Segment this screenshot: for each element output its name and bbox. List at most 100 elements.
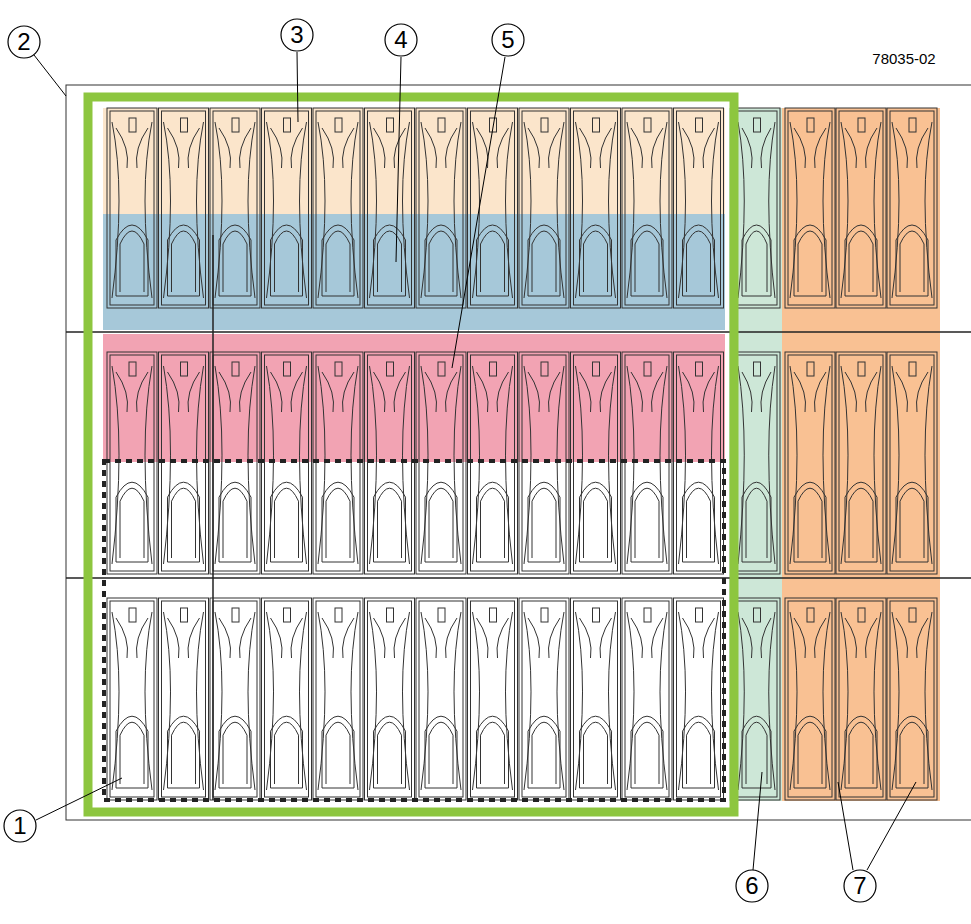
- drive-stroke: [387, 608, 394, 622]
- drive-stroke: [548, 618, 560, 658]
- drive-stroke: [481, 231, 505, 292]
- callout-number: 6: [745, 874, 758, 898]
- drive-stroke: [754, 608, 761, 622]
- drive-stroke: [168, 372, 180, 412]
- drive-stroke: [394, 618, 406, 658]
- drive-stroke: [116, 482, 148, 562]
- drive-stroke: [532, 231, 556, 292]
- drive-stroke: [284, 608, 291, 622]
- drive-stroke: [896, 482, 928, 562]
- drive-stroke: [703, 372, 715, 412]
- figure-code: 78035-02: [872, 51, 935, 66]
- drive-stroke: [593, 608, 600, 622]
- drive-stroke: [387, 362, 394, 376]
- drive-stroke: [742, 372, 752, 412]
- drive-stroke: [172, 722, 196, 784]
- drive-stroke: [326, 722, 350, 784]
- drive-stroke: [471, 111, 515, 305]
- drive-stroke: [425, 482, 457, 562]
- drive-stroke: [788, 601, 832, 797]
- drive-stroke: [528, 618, 540, 658]
- drive-stroke: [322, 618, 334, 658]
- drive-stroke: [365, 108, 415, 308]
- drive-stroke: [746, 722, 767, 784]
- drive-stroke: [374, 716, 406, 788]
- drive-stroke: [210, 598, 260, 800]
- drive-stroke: [322, 716, 354, 788]
- drive-stroke: [419, 601, 463, 797]
- drive-stroke: [378, 231, 402, 292]
- drive-stroke: [129, 118, 136, 132]
- drive-stroke: [541, 118, 548, 132]
- drive-stroke: [858, 608, 865, 622]
- drive-stroke: [896, 372, 908, 412]
- drive-stroke: [794, 372, 806, 412]
- drive-stroke: [580, 225, 612, 296]
- drive-stroke: [378, 488, 402, 558]
- drive-stroke: [120, 231, 144, 292]
- drive-stroke: [477, 716, 509, 788]
- drive-stroke: [788, 355, 832, 571]
- drive-stroke: [213, 111, 257, 305]
- drive-stroke: [887, 108, 937, 308]
- drive-stroke: [584, 231, 608, 292]
- drive-stroke: [368, 111, 412, 305]
- callout-number: 5: [501, 28, 514, 52]
- drive-stroke: [219, 372, 231, 412]
- drive-stroke: [687, 722, 711, 784]
- drive-stroke: [519, 108, 569, 308]
- drive-stroke: [425, 128, 437, 168]
- drive-stroke: [600, 618, 612, 658]
- drive-stroke: [644, 608, 651, 622]
- drive-stroke: [172, 231, 196, 292]
- drive-stroke: [738, 612, 744, 790]
- drive-stroke: [532, 488, 556, 558]
- drive-stroke: [322, 225, 354, 296]
- drive-stroke: [580, 372, 592, 412]
- drive-stroke: [580, 618, 592, 658]
- drive-stroke: [798, 488, 822, 558]
- drive-stroke: [239, 128, 251, 168]
- drive-stroke: [631, 482, 663, 562]
- callout-number: 2: [17, 30, 30, 54]
- drive-stroke: [687, 488, 711, 558]
- drive-stroke: [168, 482, 200, 562]
- drive-stroke: [571, 108, 621, 308]
- drive-stroke: [733, 352, 780, 574]
- drive-stroke: [769, 122, 775, 298]
- drive-stroke: [181, 362, 188, 376]
- drive-stroke: [232, 608, 239, 622]
- drive-stroke: [593, 362, 600, 376]
- drive-stroke: [275, 488, 299, 558]
- drive-stroke: [419, 111, 463, 305]
- drive-stroke: [677, 601, 721, 797]
- drive-stroke: [394, 128, 406, 168]
- drive-stroke: [677, 111, 721, 305]
- drive-stroke: [909, 608, 916, 622]
- drive-stroke: [136, 618, 148, 658]
- drive-stroke: [490, 608, 497, 622]
- drive-stroke: [814, 618, 826, 658]
- drive-stroke: [322, 128, 334, 168]
- drive-stroke: [683, 128, 695, 168]
- drive-stroke: [754, 362, 761, 376]
- drive-stroke: [794, 225, 826, 296]
- drive-stroke: [445, 618, 457, 658]
- drive-stroke: [631, 372, 643, 412]
- drive-stroke: [541, 362, 548, 376]
- drive-stroke: [683, 618, 695, 658]
- drive-stroke: [481, 722, 505, 784]
- drive-stroke: [262, 108, 312, 308]
- drive-stroke: [746, 488, 767, 558]
- drive-stroke: [136, 128, 148, 168]
- drive-stroke: [580, 128, 592, 168]
- drive-stroke: [468, 598, 518, 800]
- drive-stroke: [631, 225, 663, 296]
- drive-stroke: [807, 608, 814, 622]
- drive-stroke: [769, 366, 775, 564]
- drive-stroke: [378, 722, 402, 784]
- drive-stroke: [849, 231, 873, 292]
- drive-stroke: [580, 716, 612, 788]
- drive-stroke: [703, 618, 715, 658]
